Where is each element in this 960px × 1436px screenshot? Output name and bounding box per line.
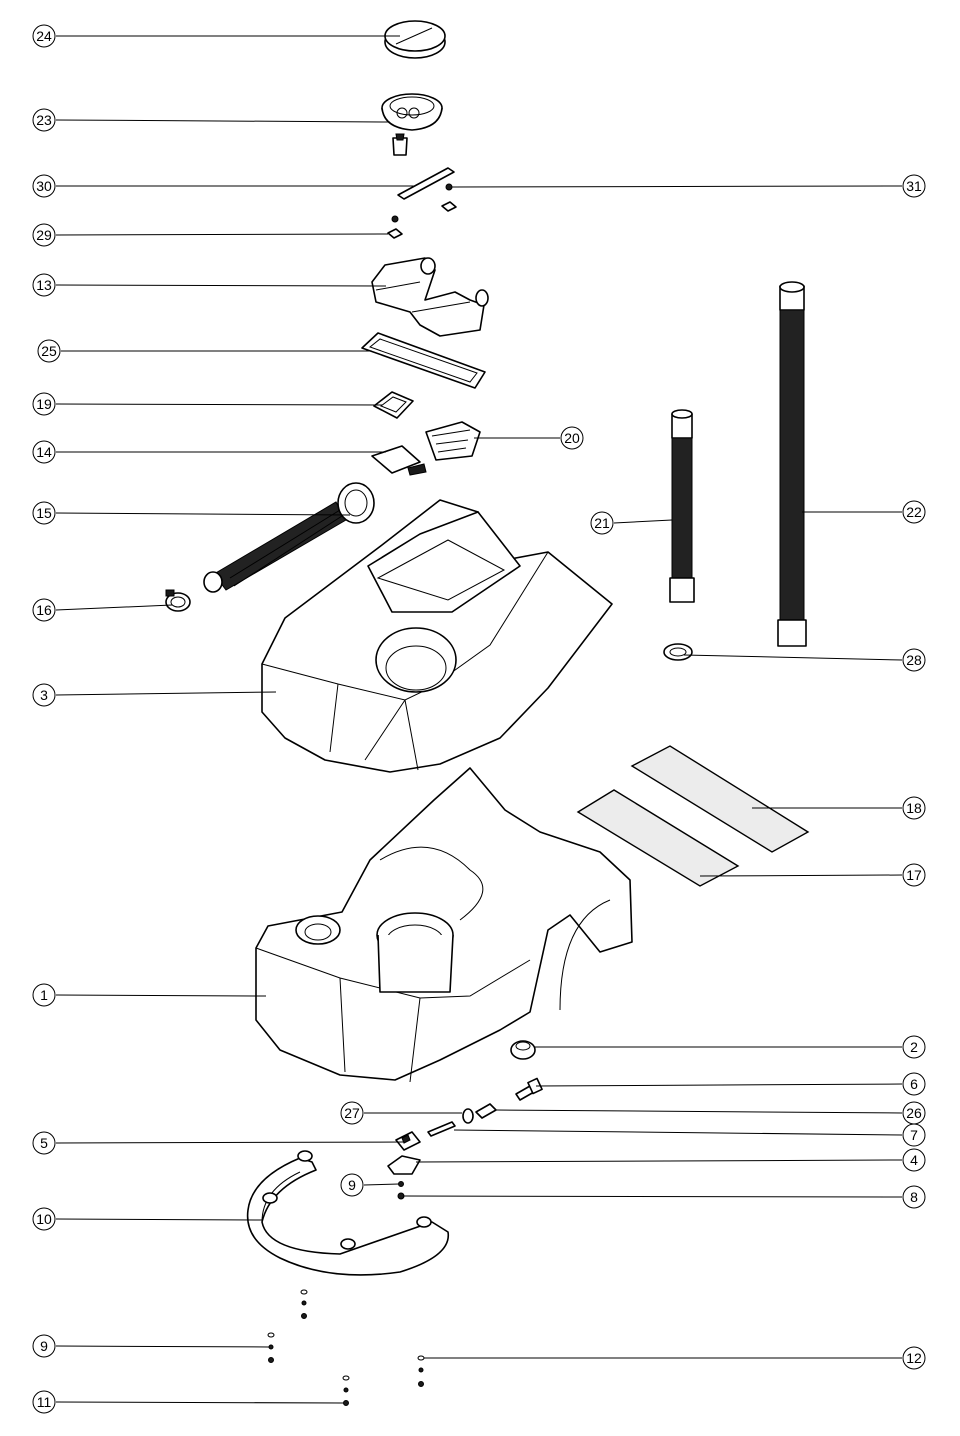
part-4-bracket <box>387 1155 421 1175</box>
part-28-clamp <box>663 643 693 661</box>
callout-label: 19 <box>36 396 52 412</box>
callout-label: 8 <box>910 1189 918 1205</box>
part-26-fitting <box>475 1103 497 1119</box>
part-2-nut <box>510 1040 536 1060</box>
callout-6: 6 <box>902 1072 926 1096</box>
callout-label: 2 <box>910 1039 918 1055</box>
callout-9-lower: 9 <box>32 1334 56 1358</box>
callout-16: 16 <box>32 598 56 622</box>
callout-label: 14 <box>36 444 52 460</box>
callout-label: 28 <box>906 652 922 668</box>
part-19-frame <box>373 391 414 419</box>
callout-20: 20 <box>560 426 584 450</box>
part-21-short-hose <box>669 409 695 603</box>
callout-label: 22 <box>906 504 922 520</box>
callout-7: 7 <box>902 1123 926 1147</box>
callout-14: 14 <box>32 440 56 464</box>
part-3-top-cover <box>261 499 613 773</box>
part-25-gasket <box>361 332 486 389</box>
part-22-long-hose <box>777 281 807 647</box>
callout-24: 24 <box>32 24 56 48</box>
callout-label: 18 <box>906 800 922 816</box>
callout-23: 23 <box>32 108 56 132</box>
part-30-band <box>397 167 455 200</box>
part-23-receptacle <box>381 93 443 156</box>
callout-label: 16 <box>36 602 52 618</box>
callout-5: 5 <box>32 1131 56 1155</box>
part-15-hose <box>203 482 375 593</box>
callout-15: 15 <box>32 501 56 525</box>
callout-label: 21 <box>594 515 610 531</box>
part-27-o-ring <box>462 1108 474 1124</box>
callout-25: 25 <box>37 339 61 363</box>
callout-label: 11 <box>37 1394 52 1410</box>
callout-label: 31 <box>906 178 922 194</box>
callout-label: 9 <box>40 1338 48 1354</box>
callout-label: 30 <box>36 178 52 194</box>
part-1-base <box>255 767 633 1083</box>
part-9-washer <box>398 1181 404 1187</box>
callout-2: 2 <box>902 1035 926 1059</box>
callout-29: 29 <box>32 223 56 247</box>
callout-11: 11 <box>32 1390 56 1414</box>
part-10-bumper-ring <box>246 1150 449 1276</box>
callout-31: 31 <box>902 174 926 198</box>
callout-13: 13 <box>32 273 56 297</box>
callout-label: 4 <box>910 1152 918 1168</box>
callout-26: 26 <box>902 1101 926 1125</box>
callout-17: 17 <box>902 863 926 887</box>
callout-label: 26 <box>906 1105 922 1121</box>
hardware-stack-11 <box>342 1375 350 1406</box>
hardware-stack-9 <box>267 1332 275 1363</box>
part-5-valve <box>395 1131 421 1151</box>
callout-27: 27 <box>340 1101 364 1125</box>
part-31-screw <box>441 183 457 212</box>
callout-label: 10 <box>36 1211 52 1227</box>
callout-19: 19 <box>32 392 56 416</box>
callout-label: 13 <box>36 277 52 293</box>
part-20-basket-filter <box>425 421 481 461</box>
callout-label: 29 <box>36 227 52 243</box>
part-14-flap <box>371 445 427 476</box>
callout-4: 4 <box>902 1148 926 1172</box>
part-24-cap <box>384 20 446 59</box>
callout-label: 15 <box>36 505 52 521</box>
callout-21: 21 <box>590 511 614 535</box>
callout-18: 18 <box>902 796 926 820</box>
callout-22: 22 <box>902 500 926 524</box>
part-7-pin <box>427 1121 456 1137</box>
hardware-stack-12 <box>417 1355 425 1387</box>
part-17-pad <box>576 789 740 887</box>
hardware-stack-upper <box>300 1289 308 1319</box>
callout-1: 1 <box>32 983 56 1007</box>
callout-label: 23 <box>36 112 52 128</box>
callout-label: 25 <box>41 343 57 359</box>
callout-label: 5 <box>40 1135 48 1151</box>
callout-30: 30 <box>32 174 56 198</box>
leader-lines <box>55 35 903 1404</box>
callout-label: 7 <box>910 1127 918 1143</box>
callout-9-upper: 9 <box>340 1173 364 1197</box>
part-13-filter-housing <box>371 257 489 337</box>
callout-label: 3 <box>40 687 48 703</box>
callout-3: 3 <box>32 683 56 707</box>
callout-label: 17 <box>906 867 922 883</box>
callout-label: 1 <box>40 987 48 1003</box>
callout-label: 27 <box>344 1105 360 1121</box>
callout-label: 6 <box>910 1076 918 1092</box>
callout-label: 9 <box>348 1177 356 1193</box>
callout-label: 20 <box>564 430 580 446</box>
callout-label: 12 <box>906 1350 922 1366</box>
part-29-screw <box>387 215 403 239</box>
callout-12: 12 <box>902 1346 926 1370</box>
callout-8: 8 <box>902 1185 926 1209</box>
callout-28: 28 <box>902 648 926 672</box>
callout-10: 10 <box>32 1207 56 1231</box>
part-16-hose-clamp <box>165 589 191 612</box>
part-6-fitting <box>515 1077 543 1101</box>
callout-label: 24 <box>36 28 52 44</box>
part-18-pad <box>630 745 810 853</box>
